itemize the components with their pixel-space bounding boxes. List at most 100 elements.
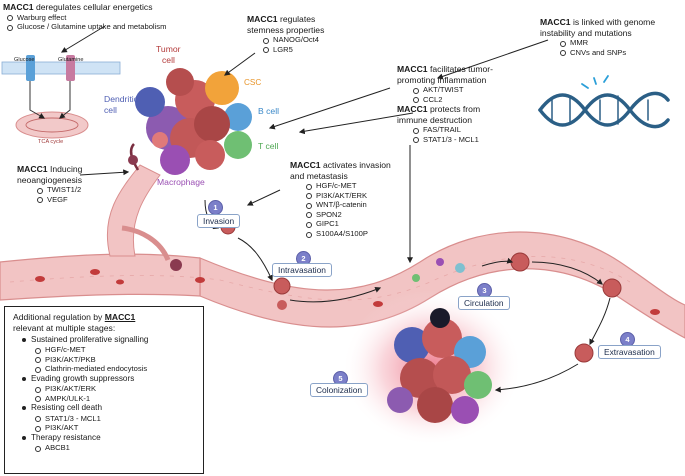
list-item: GIPC1: [306, 219, 391, 229]
angiogenesis-block: MACC1 Inducing neoangiogenesis TWIST1/2 …: [17, 164, 82, 204]
extravasated-cell-icon: [574, 343, 594, 363]
angiogenic-tip-icon: [128, 155, 138, 165]
macc1-brand: MACC1: [540, 17, 571, 27]
stemness-title-line2: stemness properties: [247, 24, 325, 35]
stemness-block: MACC1 regulates stemness properties NANO…: [247, 14, 324, 54]
protect-list: FAS/TRAIL STAT1/3 - MCL1: [397, 125, 493, 144]
circulating-cells: [220, 219, 622, 363]
genome-title-line1: is linked with genome: [572, 17, 656, 27]
group-label: Sustained proliferative signalling: [31, 335, 149, 344]
list-item: PI3K/AKT/ERK: [306, 191, 391, 201]
protect-title-line2: immune destruction: [397, 114, 472, 125]
macc1-brand: MACC1: [17, 164, 48, 174]
list-item: PI3K/AKT/ERK: [35, 384, 203, 394]
list-item: HGF/c-MET: [35, 345, 203, 355]
protect-title-line1: protects from: [429, 104, 481, 115]
ctc-icon: [273, 277, 291, 295]
macc1-brand: MACC1: [397, 104, 428, 115]
list-item: Warburg effect: [6, 13, 166, 23]
regulation-group: Resisting cell death STAT1/3 - MCL1 PI3K…: [22, 403, 203, 433]
macrophage-label: Macrophage: [157, 177, 205, 187]
stage-1-label: Invasion: [197, 214, 241, 228]
energetics-block: MACC1 deregulates cellular energetics Wa…: [3, 2, 166, 32]
additional-regulation-box: Additional regulation by MACC1 relevant …: [4, 306, 204, 474]
branch-vessel: [106, 143, 182, 271]
list-item: TWIST1/2: [36, 185, 82, 194]
list-item: LGR5: [262, 45, 324, 55]
tca-label: TCA cycle: [38, 139, 64, 145]
list-item: HGF/c-MET: [306, 181, 391, 191]
regulation-group: Therapy resistance ABCB1: [22, 433, 203, 453]
dendritic-label-line2: cell: [104, 105, 117, 115]
angiogenesis-title-line2: neoangiogenesis: [17, 174, 82, 185]
list-item: AKT/TWIST: [413, 85, 493, 95]
colonization-site: [342, 290, 522, 446]
inflammation-title-line1: facilitates tumor-: [429, 64, 493, 74]
tumor-cell-label-line1: Tumor: [156, 44, 181, 54]
genome-list: MMR CNVs and SNPs: [540, 38, 655, 57]
csc-label: CSC: [244, 78, 262, 87]
regulation-list: Sustained proliferative signalling HGF/c…: [5, 335, 203, 453]
list-item: PI3K/AKT/PKB: [35, 355, 203, 365]
ctc-icon: [510, 252, 530, 272]
invasion-title-line2: and metastasis: [290, 170, 348, 181]
sprouting-cell-icon: [170, 259, 182, 271]
bcell-label: B cell: [258, 106, 280, 116]
energetics-title: deregulates cellular energetics: [35, 2, 153, 12]
glucose-label: Glucose: [14, 57, 35, 63]
list-item: SPON2: [306, 210, 391, 220]
list-item: Glucose / Glutamine uptake and metabolis…: [6, 22, 167, 32]
ctc-icon: [602, 278, 622, 298]
genome-title-line2: instability and mutations: [540, 27, 632, 38]
macc1-brand: MACC1: [104, 312, 136, 322]
list-item: VEGF: [36, 195, 82, 205]
list-item: STAT1/3 - MCL1: [413, 135, 493, 145]
angiogenesis-title-line1: Inducing: [49, 164, 83, 174]
arrows: [60, 25, 611, 393]
macc1-brand: MACC1: [247, 14, 278, 24]
invasion-block: MACC1 activates invasion and metastasis …: [290, 160, 391, 239]
energetics-list: Warburg effect Glucose / Glutamine uptak…: [3, 13, 166, 32]
list-item: AMPK/ULK-1: [35, 394, 203, 404]
list-item: ABCB1: [35, 443, 203, 453]
macc1-brand: MACC1: [397, 64, 428, 74]
list-item: STAT1/3 - MCL1: [35, 414, 203, 424]
inflammation-title-line2: promoting inflammation: [397, 74, 487, 85]
list-item: NANOG/Oct4: [262, 35, 324, 45]
list-item: MMR: [559, 38, 655, 48]
stage-2-label: Intravasation: [272, 263, 332, 277]
regulation-group: Sustained proliferative signalling HGF/c…: [22, 335, 203, 374]
list-item: WNT/β-catenin: [306, 200, 391, 210]
tumor-cell-label-line2: cell: [162, 55, 175, 65]
stage-3-label: Circulation: [458, 296, 510, 310]
angiogenesis-list: TWIST1/2 VEGF: [17, 185, 82, 204]
dna-icon: [538, 75, 670, 129]
macc1-brand: MACC1: [3, 2, 34, 12]
invasion-title-line1: activates invasion: [322, 160, 391, 170]
macc1-brand: MACC1: [290, 160, 321, 170]
cell-membrane: [1, 55, 121, 139]
list-item: S100A4/S100P: [306, 229, 391, 239]
list-item: FAS/TRAIL: [413, 125, 493, 135]
glutamine-label: Glutamine: [58, 57, 84, 63]
dendritic-label-line1: Dendritic: [104, 94, 138, 104]
stage-5-label: Colonization: [310, 383, 369, 397]
inflammation-list: AKT/TWIST CCL2: [397, 85, 493, 104]
mitochondrion-icon: [15, 111, 89, 139]
group-label: Resisting cell death: [31, 403, 102, 413]
regulation-title-line1: Additional regulation by: [13, 312, 103, 322]
list-item: PI3K/AKT: [35, 423, 203, 433]
tcell-label: T cell: [258, 141, 279, 151]
red-blood-cells: [35, 254, 660, 315]
list-item: CCL2: [413, 95, 493, 105]
genome-block: MACC1 is linked with genome instability …: [540, 17, 655, 57]
stage-4-label: Extravasation: [598, 345, 661, 359]
stemness-title-line1: regulates: [279, 14, 316, 24]
regulation-group: Evading growth suppressors PI3K/AKT/ERK …: [22, 373, 203, 404]
primary-tumor-cluster: [135, 68, 252, 175]
invasion-list: HGF/c-MET PI3K/AKT/ERK WNT/β-catenin SPO…: [290, 181, 391, 239]
list-item: CNVs and SNPs: [559, 48, 655, 58]
regulation-title-line2: relevant at multiple stages:: [13, 322, 116, 333]
stemness-list: NANOG/Oct4 LGR5: [247, 35, 324, 54]
group-label: Evading growth suppressors: [31, 373, 135, 383]
